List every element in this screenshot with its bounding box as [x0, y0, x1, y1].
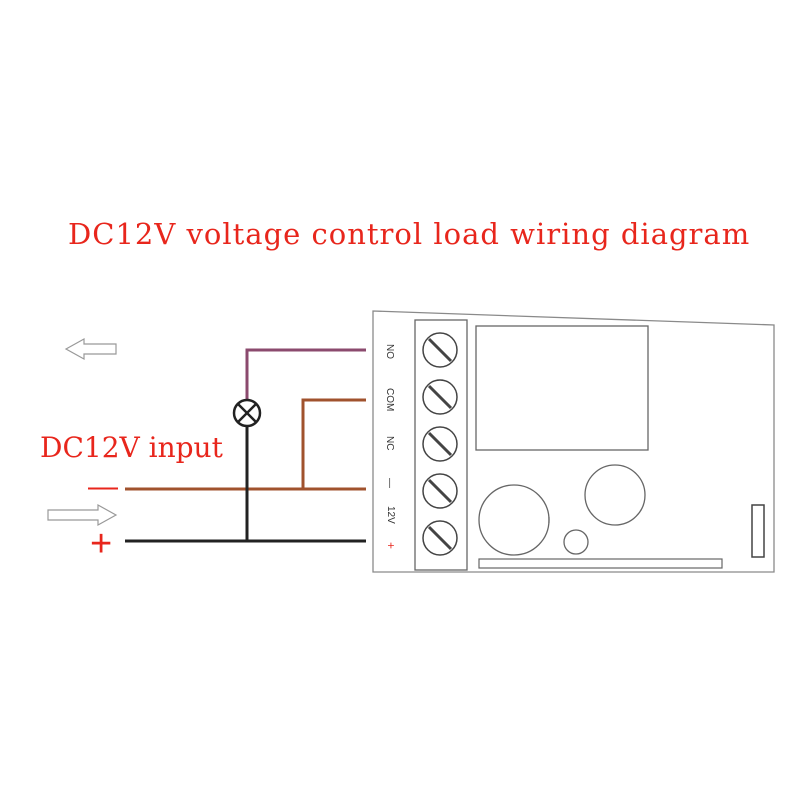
arrow-left-icon	[64, 337, 117, 361]
board-side-component	[751, 504, 765, 558]
terminal-label-12v: 12V	[385, 506, 396, 524]
screw-terminal-icon	[422, 473, 458, 509]
wire-no	[245, 348, 366, 400]
terminal-label-negative: —	[384, 478, 395, 488]
screw-terminal-icon	[422, 520, 458, 556]
negative-sign: —	[88, 470, 118, 503]
capacitor-small	[563, 529, 589, 555]
board-strip	[478, 558, 723, 569]
wire-com	[301, 398, 366, 489]
screw-terminal-icon	[422, 426, 458, 462]
positive-sign: +	[90, 523, 112, 565]
screw-terminal-icon	[422, 379, 458, 415]
screw-terminal-icon	[422, 332, 458, 368]
terminal-label-com: COM	[384, 388, 395, 411]
capacitor-large	[478, 484, 550, 556]
arrow-right-icon	[47, 503, 118, 527]
relay-module: NO COM NC — 12V +	[372, 310, 775, 573]
terminal-label-nc: NC	[384, 436, 395, 450]
capacitor-medium	[584, 464, 646, 526]
lamp-icon	[232, 398, 262, 428]
relay-component	[475, 325, 649, 451]
dc-input-label: DC12V input	[40, 431, 224, 464]
terminal-label-positive: +	[384, 542, 398, 549]
diagram-title: DC12V voltage control load wiring diagra…	[68, 217, 750, 251]
terminal-label-no: NO	[384, 344, 395, 359]
